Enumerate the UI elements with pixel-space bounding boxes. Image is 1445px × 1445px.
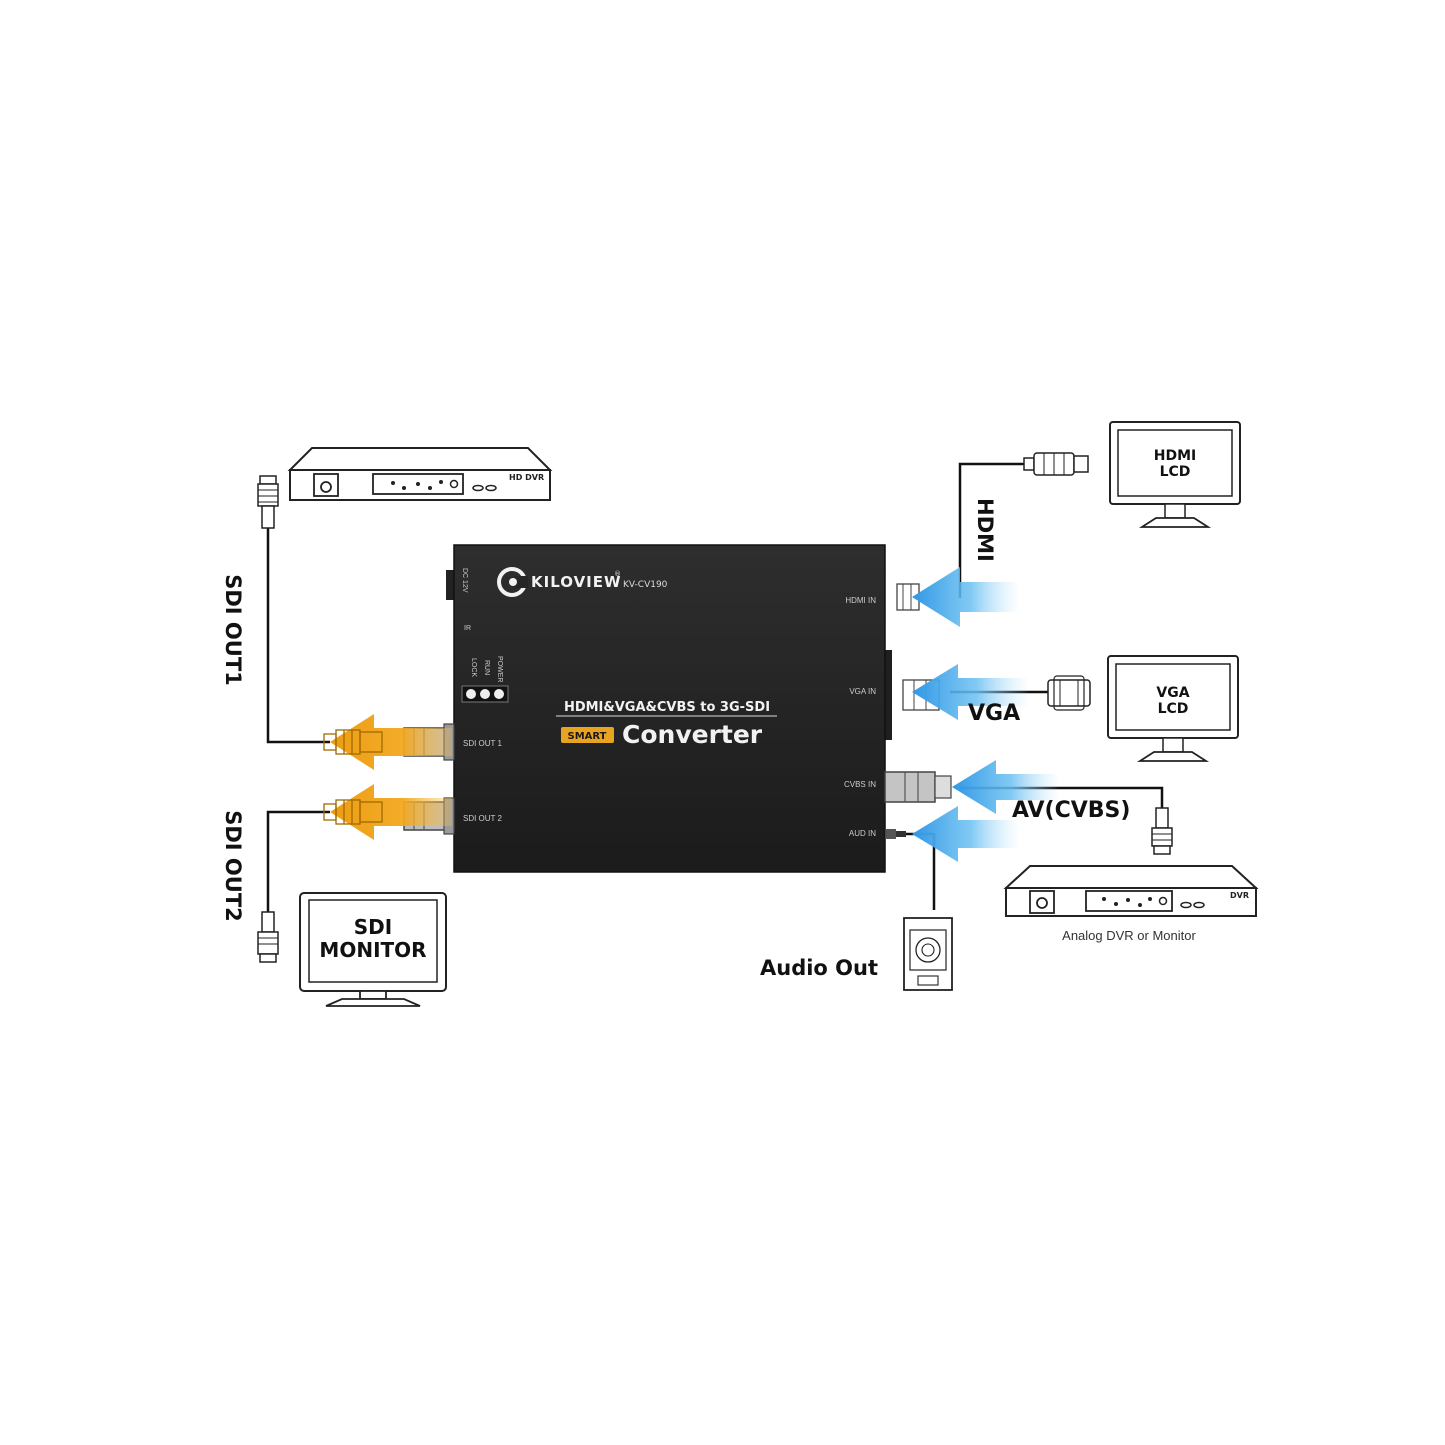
sdi-out1-label: SDI OUT1 bbox=[221, 574, 245, 686]
hd-dvr-label: HD DVR bbox=[509, 473, 544, 482]
hdmi-lcd-line1: HDMI bbox=[1154, 448, 1196, 464]
hdmi-label: HDMI bbox=[973, 498, 997, 562]
hdmi-in-label: HDMI IN bbox=[845, 596, 876, 605]
sdi-out1-port-label: SDI OUT 1 bbox=[463, 739, 503, 748]
analog-dvr-caption: Analog DVR or Monitor bbox=[1062, 928, 1196, 943]
bnc-plug-bottom-icon bbox=[257, 911, 279, 963]
registered-mark: ® bbox=[614, 570, 621, 578]
av-cvbs-label: AV(CVBS) bbox=[1012, 798, 1130, 823]
sdi-monitor-line2: MONITOR bbox=[319, 938, 426, 962]
sdi-out1-plug-icon bbox=[323, 729, 383, 755]
lock-label: LOCK bbox=[470, 658, 477, 677]
device-headline: HDMI&VGA&CVBS to 3G-SDI bbox=[564, 700, 770, 715]
sdi-out2-arrow bbox=[330, 784, 452, 840]
vga-lcd-line2: LCD bbox=[1158, 701, 1189, 717]
bnc-plug-cvbs-icon bbox=[1151, 807, 1173, 855]
sdi-out2-cable bbox=[266, 810, 330, 912]
audio-out-label: Audio Out bbox=[760, 956, 878, 980]
sdi-out1-arrow bbox=[330, 714, 452, 770]
vga-label: VGA bbox=[968, 701, 1020, 726]
audio-jack-icon bbox=[886, 829, 906, 839]
kiloview-logo-icon bbox=[497, 567, 528, 597]
dc-12v-label: DC 12V bbox=[461, 568, 468, 593]
vga-lcd: VGA LCD bbox=[1107, 655, 1239, 762]
analog-dvr: DVR bbox=[1003, 865, 1259, 917]
speaker-icon bbox=[903, 917, 953, 991]
audio-cable bbox=[904, 832, 936, 910]
vga-plug-icon bbox=[1047, 675, 1091, 711]
hdmi-lcd-line2: LCD bbox=[1160, 464, 1191, 480]
sdi-out2-plug-icon bbox=[323, 799, 383, 825]
sdi-monitor: SDI MONITOR bbox=[299, 892, 447, 1007]
vga-in-arrow bbox=[912, 664, 1030, 720]
vga-lcd-line1: VGA bbox=[1156, 685, 1189, 701]
dvr-label: DVR bbox=[1230, 891, 1249, 900]
power-label: POWER bbox=[496, 656, 503, 682]
cvbs-in-label: CVBS IN bbox=[844, 780, 876, 789]
vga-in-label: VGA IN bbox=[849, 687, 876, 696]
hdmi-plug-icon bbox=[1023, 452, 1089, 476]
sdi-monitor-line1: SDI bbox=[354, 915, 392, 939]
smart-badge-text: SMART bbox=[568, 731, 607, 742]
product-name: Converter bbox=[622, 720, 763, 749]
ir-label: IR bbox=[464, 625, 471, 632]
sdi-out2-label: SDI OUT2 bbox=[221, 810, 245, 922]
brand-name: KILOVIEW bbox=[531, 573, 622, 591]
hdmi-in-arrow bbox=[912, 567, 1020, 627]
hd-dvr: HD DVR bbox=[287, 447, 553, 501]
bnc-plug-top-icon bbox=[257, 475, 279, 529]
run-label: RUN bbox=[483, 660, 490, 675]
cvbs-in-bnc-icon bbox=[884, 771, 952, 803]
converter-device: KILOVIEW ® KV-CV190 HDMI&VGA&CVBS to 3G-… bbox=[446, 544, 892, 873]
sdi-out1-cable bbox=[266, 528, 330, 744]
sdi-out2-port-label: SDI OUT 2 bbox=[463, 814, 503, 823]
cvbs-in-arrow bbox=[952, 760, 1060, 814]
model-name: KV-CV190 bbox=[623, 580, 668, 590]
hdmi-cable bbox=[958, 462, 1030, 598]
audio-in-arrow bbox=[912, 806, 1020, 862]
smart-badge bbox=[561, 727, 614, 743]
status-leds bbox=[461, 685, 509, 703]
hdmi-in-connector-icon bbox=[896, 583, 920, 611]
hdmi-lcd: HDMI LCD bbox=[1109, 421, 1241, 528]
aud-in-label: AUD IN bbox=[849, 829, 876, 838]
